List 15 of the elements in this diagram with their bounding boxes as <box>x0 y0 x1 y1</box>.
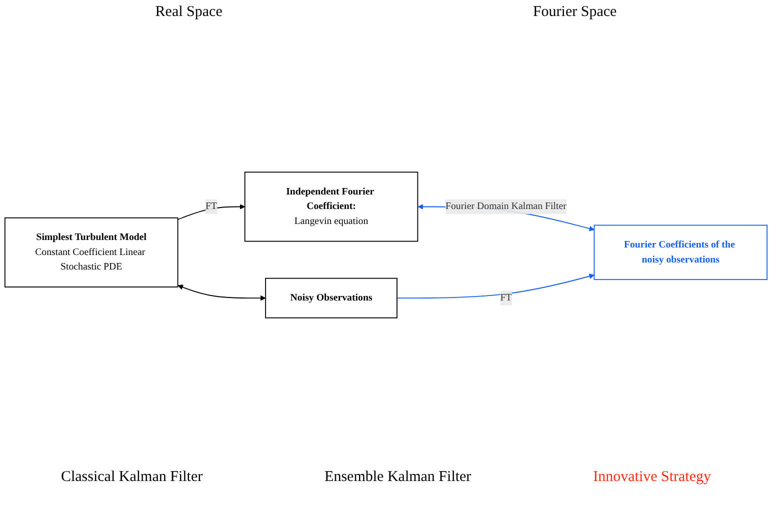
edge-label: FT <box>500 292 512 304</box>
arrow <box>177 204 246 220</box>
arrow <box>178 284 266 301</box>
node-box: Independent Fourier Coefficient: Langevin equation <box>244 172 418 242</box>
annotation-text: Ensemble Kalman Filter <box>324 469 472 486</box>
annotation-text: Innovative Strategy <box>593 469 712 486</box>
node-box: Noisy Observations <box>265 278 398 318</box>
annotation-text: Real Space <box>155 4 222 21</box>
edge-label: Fourier Domain Kalman Filter <box>445 201 566 212</box>
annotation-text: Fourier Space <box>532 4 617 21</box>
node-box: Fourier Coefficients of the noisy observations <box>594 224 768 280</box>
arrow <box>396 274 594 299</box>
node-box: Simplest Turbulent Model Constant Coefficient Linear Stochastic PDE <box>4 217 178 288</box>
edge-label: FT <box>206 201 218 212</box>
annotation-text: Classical Kalman Filter <box>60 469 203 486</box>
